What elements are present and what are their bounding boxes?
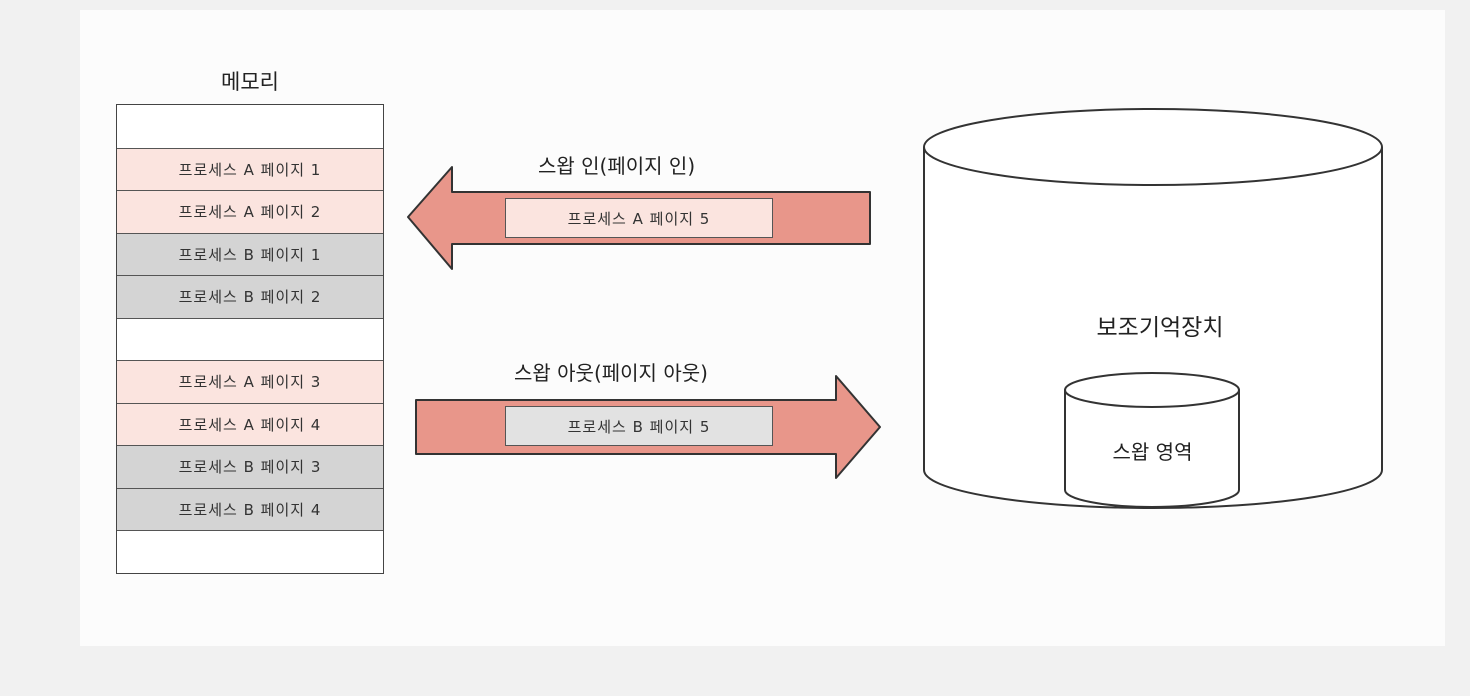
memory-empty-slot xyxy=(117,317,383,360)
memory-page-slot: 프로세스 A 페이지 1 xyxy=(117,147,383,190)
memory-page-slot: 프로세스 A 페이지 4 xyxy=(117,402,383,445)
memory-page-slot: 프로세스 B 페이지 3 xyxy=(117,445,383,488)
memory-page-slot: 프로세스 B 페이지 4 xyxy=(117,487,383,530)
memory-page-slot: 프로세스 A 페이지 2 xyxy=(117,190,383,233)
storage-cylinder xyxy=(923,108,1383,509)
swap-out-page: 프로세스 B 페이지 5 xyxy=(505,406,773,446)
memory-empty-slot xyxy=(117,530,383,573)
swap-out-label: 스왑 아웃(페이지 아웃) xyxy=(514,361,708,385)
memory-page-slot: 프로세스 A 페이지 3 xyxy=(117,360,383,403)
memory-empty-slot xyxy=(117,105,383,148)
memory-page-slot: 프로세스 B 페이지 2 xyxy=(117,275,383,318)
swap-in-label: 스왑 인(페이지 인) xyxy=(538,154,696,178)
swap-area-cylinder xyxy=(1064,372,1240,508)
swap-area-label: 스왑 영역 xyxy=(1112,440,1193,464)
storage-title: 보조기억장치 xyxy=(1096,315,1224,341)
memory-page-slot: 프로세스 B 페이지 1 xyxy=(117,232,383,275)
memory-title: 메모리 xyxy=(221,70,279,94)
swap-in-page: 프로세스 A 페이지 5 xyxy=(505,198,773,238)
